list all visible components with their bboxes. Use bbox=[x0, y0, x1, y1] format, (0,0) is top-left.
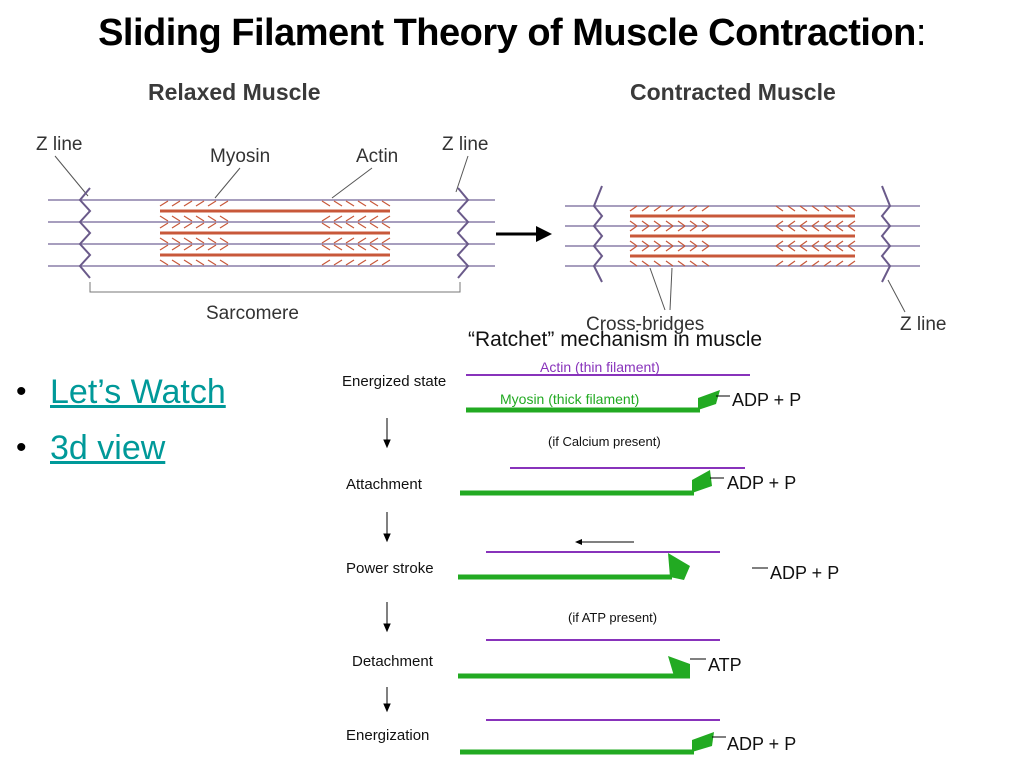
contracted-sarcomere bbox=[565, 185, 920, 283]
leader-lines bbox=[54, 155, 906, 313]
list-item: • Let’s Watch bbox=[14, 364, 226, 420]
down-arrow-icons bbox=[383, 418, 391, 713]
myosin-head bbox=[668, 553, 690, 580]
stage-label: Attachment bbox=[346, 476, 423, 493]
cross-bridges-label: Cross-bridges bbox=[586, 314, 704, 335]
myosin-filament-label: Myosin (thick filament) bbox=[500, 391, 639, 407]
product-label: ADP + P bbox=[727, 473, 796, 493]
stage-label: Energization bbox=[346, 727, 429, 744]
myosin-head bbox=[668, 656, 690, 678]
actin-filament-label: Actin (thin filament) bbox=[540, 359, 660, 375]
product-label: ATP bbox=[708, 655, 742, 675]
lets-watch-link[interactable]: Let’s Watch bbox=[50, 373, 226, 411]
bullet-dot: • bbox=[16, 431, 27, 464]
product-label: ADP + P bbox=[770, 563, 839, 583]
relaxed-header: Relaxed Muscle bbox=[148, 79, 321, 105]
z-line-right-label: Z line bbox=[442, 134, 488, 155]
list-item: • 3d view bbox=[14, 420, 226, 476]
stage-label: Detachment bbox=[352, 653, 434, 670]
movement-arrow-head-icon bbox=[575, 539, 582, 545]
stage-label: Power stroke bbox=[346, 560, 434, 577]
3d-view-link[interactable]: 3d view bbox=[50, 429, 166, 467]
slide-title-text: Sliding Filament Theory of Muscle Contra… bbox=[98, 12, 916, 54]
myosin-label: Myosin bbox=[210, 146, 270, 167]
condition-label: (if ATP present) bbox=[568, 610, 657, 625]
sarcomere-bracket bbox=[89, 282, 461, 293]
contracted-header: Contracted Muscle bbox=[630, 79, 836, 105]
slide-title: Sliding Filament Theory of Muscle Contra… bbox=[0, 12, 1024, 55]
title-colon: : bbox=[915, 12, 927, 54]
myosin-head bbox=[692, 470, 712, 493]
sarcomere-label: Sarcomere bbox=[206, 303, 299, 324]
myosin-head bbox=[698, 390, 720, 410]
actin-label: Actin bbox=[356, 146, 398, 167]
product-label: ADP + P bbox=[732, 390, 801, 410]
link-list: • Let’s Watch • 3d view bbox=[14, 364, 226, 476]
z-line-left-label: Z line bbox=[36, 134, 82, 155]
stage-label: Energized state bbox=[342, 373, 446, 390]
muscle-figure: Relaxed Muscle Contracted Muscle Z line … bbox=[36, 79, 946, 335]
myosin-head bbox=[692, 732, 714, 752]
bullet-dot: • bbox=[16, 375, 27, 408]
ratchet-title: “Ratchet” mechanism in muscle bbox=[468, 328, 762, 351]
transition-arrow-icon bbox=[496, 226, 552, 242]
condition-label: (if Calcium present) bbox=[548, 434, 661, 449]
z-line-contracted-label: Z line bbox=[900, 314, 946, 335]
relaxed-sarcomere bbox=[48, 187, 495, 279]
product-label: ADP + P bbox=[727, 734, 796, 754]
